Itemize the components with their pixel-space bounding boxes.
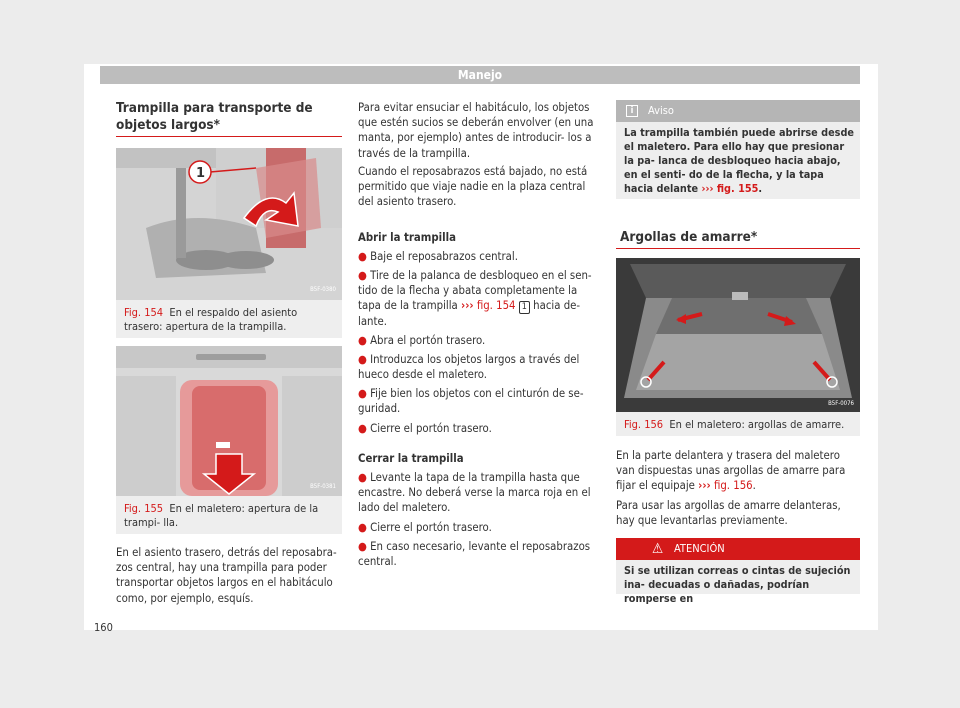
aviso-text: La trampilla también puede abrirse desde…	[624, 126, 855, 195]
list-item: ● Cierre el portón trasero.	[358, 422, 492, 435]
list-item: ● En caso necesario, levante el reposabr…	[358, 540, 591, 569]
image-code: B5F-0380	[310, 286, 336, 293]
list-item: ● Cierre el portón trasero.	[358, 521, 492, 534]
bullet-icon: ●	[358, 521, 367, 534]
bullet-icon: ●	[358, 471, 367, 484]
list-item: ● Baje el reposabrazos central.	[358, 250, 518, 263]
section-rule	[616, 248, 860, 249]
paragraph: En la parte delantera y trasera del male…	[616, 449, 846, 493]
bullet-icon: ●	[358, 250, 367, 263]
bullet-icon: ●	[358, 334, 367, 347]
callout-number: 1	[518, 301, 530, 315]
warning-box: ⚠ ATENCIÓN Si se utilizan correas o cint…	[616, 538, 860, 605]
info-icon: i	[626, 105, 638, 117]
ref-arrow-icon: ›››	[461, 299, 474, 313]
figure-caption: Fig. 154 En el respaldo del asiento tras…	[124, 306, 338, 334]
caption-text: En el maletero: argollas de amarre.	[669, 418, 845, 431]
section-title-trampilla: Trampilla para transporte de objetos lar…	[116, 100, 313, 133]
figure-reference[interactable]: fig. 155	[716, 182, 759, 195]
caption-text: En el respaldo del asiento trasero: aper…	[124, 306, 298, 333]
warning-text: Si se utilizan correas o cintas de sujec…	[624, 564, 851, 605]
figure-caption: Fig. 156 En el maletero: argollas de ama…	[624, 418, 856, 432]
subheading-close: Cerrar la trampilla	[358, 452, 464, 465]
aviso-box: i Aviso La trampilla también puede abrir…	[616, 100, 860, 199]
trunk-lashing-rings-image	[616, 258, 860, 412]
intro-paragraph: En el asiento trasero, detrás del reposa…	[116, 546, 337, 605]
list-item: ● Levante la tapa de la trampilla hasta …	[358, 471, 591, 515]
aviso-header: i Aviso	[616, 100, 860, 122]
bullet-icon: ●	[358, 353, 367, 366]
figure-reference[interactable]: fig. 156	[713, 479, 753, 493]
callout-number: 1	[196, 166, 205, 181]
bullet-icon: ●	[358, 387, 367, 400]
warning-header: ⚠ ATENCIÓN	[616, 538, 860, 560]
bullet-icon: ●	[358, 422, 367, 435]
figure-154: 1 B5F-0380 Fig. 154 En el respaldo del a…	[116, 148, 342, 338]
figure-label: Fig. 155	[124, 502, 164, 515]
list-item: ● Fije bien los objetos con el cinturón …	[358, 387, 584, 416]
section-rule	[116, 136, 342, 137]
warning-title: ATENCIÓN	[674, 542, 725, 555]
list-item: ● Introduzca los objetos largos a través…	[358, 353, 580, 382]
paragraph: Cuando el reposabrazos está bajado, no e…	[358, 165, 588, 209]
section-title-argollas: Argollas de amarre*	[620, 229, 758, 245]
bullet-icon: ●	[358, 540, 367, 553]
aviso-title: Aviso	[648, 104, 674, 117]
ref-arrow-icon: ›››	[698, 479, 711, 493]
figure-label: Fig. 154	[124, 306, 164, 319]
figure-reference[interactable]: fig. 154	[476, 299, 516, 313]
bullet-icon: ●	[358, 269, 367, 282]
paragraph: Para evitar ensuciar el habitáculo, los …	[358, 101, 594, 160]
caption-text: En el maletero: apertura de la trampi- l…	[124, 502, 319, 529]
ref-arrow-icon: ›››	[701, 182, 714, 195]
figure-155: B5F-0381 Fig. 155 En el maletero: apertu…	[116, 346, 342, 534]
paragraph: Para usar las argollas de amarre delante…	[616, 499, 841, 528]
list-item: ● Tire de la palanca de desbloqueo en el…	[358, 269, 592, 329]
trunk-passthrough-image	[116, 346, 342, 496]
figure-label: Fig. 156	[624, 418, 664, 431]
figure-caption: Fig. 155 En el maletero: apertura de la …	[124, 502, 338, 530]
subheading-open: Abrir la trampilla	[358, 231, 456, 244]
list-item: ● Abra el portón trasero.	[358, 334, 486, 347]
image-code: B5F-0076	[828, 400, 854, 407]
page-number: 160	[94, 621, 113, 634]
warning-icon: ⚠	[652, 541, 664, 557]
running-header: Manejo	[100, 66, 860, 84]
armrest-photo-image: 1	[116, 148, 342, 300]
figure-156: B5F-0076 Fig. 156 En el maletero: argoll…	[616, 258, 860, 436]
image-code: B5F-0381	[310, 483, 336, 490]
